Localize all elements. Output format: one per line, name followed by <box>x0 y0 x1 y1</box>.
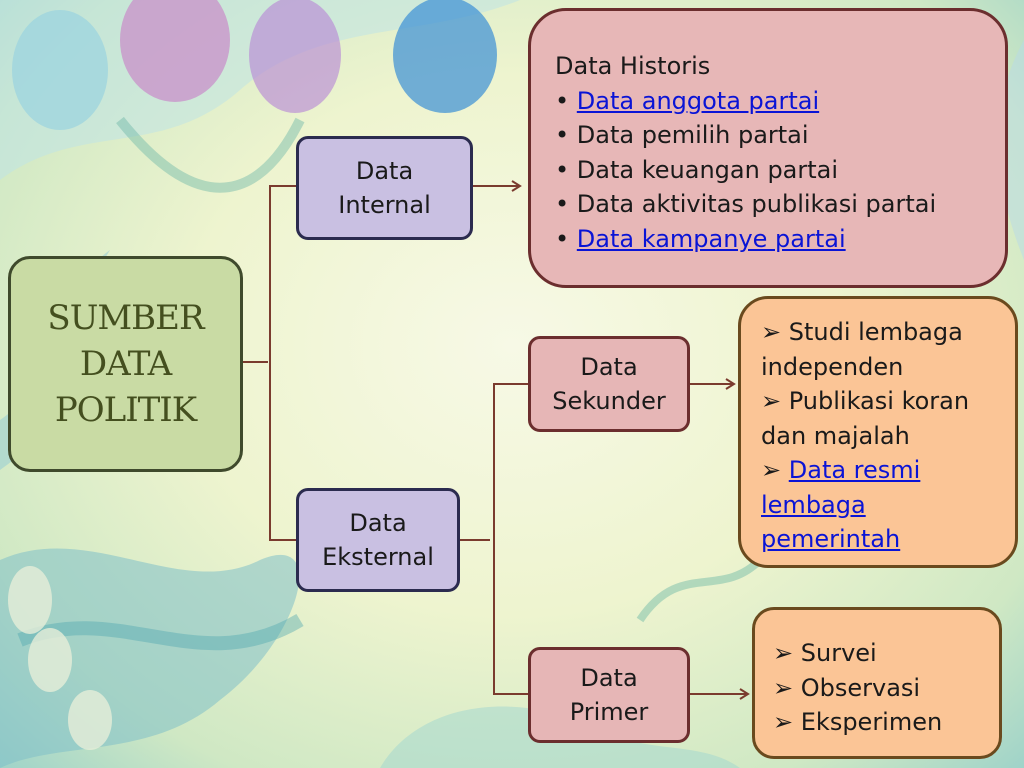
primer-line-2: Primer <box>569 698 649 726</box>
bullet: • <box>555 86 570 115</box>
root-node-sumber-data-politik: SUMBER DATA POLITIK <box>8 256 243 472</box>
root-line-2: DATA <box>79 344 172 384</box>
internal-line-2: Internal <box>338 191 431 219</box>
link-data-resmi-line-2[interactable]: lembaga <box>761 490 866 519</box>
list-item: ➢ Eksperimen <box>773 705 991 740</box>
panel-data-primer-methods: ➢ Survei ➢ Observasi ➢ Eksperimen <box>752 607 1002 759</box>
list-item: ➢ Studi lembaga independen <box>761 315 1005 384</box>
list-item: • Data keuangan partai <box>555 153 1005 188</box>
list-item: • Data anggota partai <box>555 84 1005 119</box>
sekunder-line-1: Data <box>580 353 638 381</box>
external-line-1: Data <box>349 509 407 537</box>
arrow-bullet-icon: ➢ <box>773 673 794 702</box>
panel-data-sekunder-sources: ➢ Studi lembaga independen ➢ Publikasi k… <box>738 296 1018 568</box>
sekunder-list: ➢ Studi lembaga independen ➢ Publikasi k… <box>761 315 1005 557</box>
arrow-bullet-icon: ➢ <box>773 639 794 667</box>
bullet: • <box>555 190 570 218</box>
item-text: Publikasi koran <box>788 387 970 415</box>
historis-list: • Data anggota partai • Data pemilih par… <box>555 84 1005 257</box>
arrow-bullet-icon: ➢ <box>773 708 794 736</box>
primer-list: ➢ Survei ➢ Observasi ➢ Eksperimen <box>773 636 991 740</box>
node-data-primer: Data Primer <box>528 647 690 743</box>
primer-line-1: Data <box>580 664 638 692</box>
node-data-sekunder: Data Sekunder <box>528 336 690 432</box>
root-line-3: POLITIK <box>54 390 197 430</box>
bullet: • <box>555 224 570 253</box>
item-text: Eksperimen <box>800 708 943 736</box>
item-text: Data aktivitas publikasi partai <box>576 190 937 218</box>
external-line-2: Eksternal <box>322 543 434 571</box>
bullet: • <box>555 121 570 149</box>
connector-root-branches <box>269 185 296 541</box>
list-item: • Data aktivitas publikasi partai <box>555 187 1005 222</box>
sekunder-line-2: Sekunder <box>552 387 666 415</box>
connector-external-branches <box>493 383 528 695</box>
list-item: ➢ Observasi <box>773 671 991 706</box>
list-item: ➢ Data resmi lembaga pemerintah <box>761 453 1005 557</box>
list-item: • Data kampanye partai <box>555 222 1005 257</box>
link-data-resmi-line-3[interactable]: pemerintah <box>761 525 901 553</box>
list-item: • Data pemilih partai <box>555 118 1005 153</box>
node-data-eksternal: Data Eksternal <box>296 488 460 592</box>
item-text: Studi lembaga <box>788 318 963 346</box>
node-data-internal: Data Internal <box>296 136 473 240</box>
item-text: Survei <box>800 639 877 667</box>
item-text: Data pemilih partai <box>576 121 809 149</box>
internal-line-1: Data <box>355 157 414 185</box>
arrow-bullet-icon: ➢ <box>761 456 782 484</box>
link-data-kampanye-partai[interactable]: Data kampanye partai <box>576 224 846 253</box>
link-data-anggota-partai[interactable]: Data anggota partai <box>576 86 820 115</box>
bullet: • <box>555 155 570 184</box>
panel-data-historis: Data Historis • Data anggota partai • Da… <box>528 8 1008 288</box>
arrow-bullet-icon: ➢ <box>761 387 782 415</box>
item-text: dan majalah <box>761 421 910 450</box>
item-text: Observasi <box>800 673 921 702</box>
root-line-1: SUMBER <box>47 298 204 338</box>
historis-heading: Data Historis <box>555 52 711 80</box>
list-item: ➢ Survei <box>773 636 991 671</box>
item-text: independen <box>761 352 904 381</box>
item-text: Data keuangan partai <box>576 155 839 184</box>
arrow-bullet-icon: ➢ <box>761 318 782 346</box>
link-data-resmi-line-1[interactable]: Data resmi <box>788 456 921 484</box>
list-item: ➢ Publikasi koran dan majalah <box>761 384 1005 453</box>
